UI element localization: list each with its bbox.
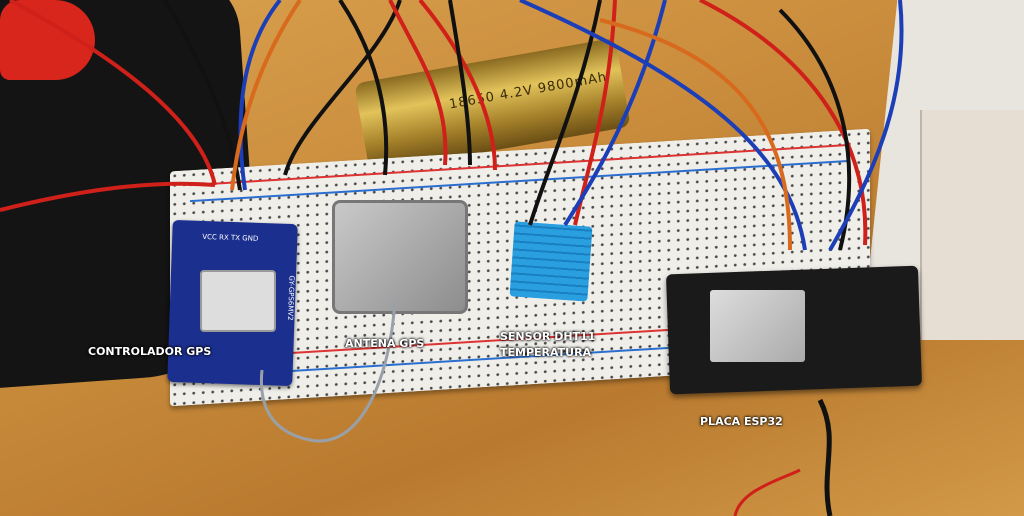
label-gps-controller: CONTROLADOR GPS [88,345,212,358]
cardboard-box [920,110,1024,340]
gps-chip [200,270,276,332]
label-esp32: PLACA ESP32 [700,415,783,428]
esp32-shield [710,290,805,362]
label-dht11-line1: SENSOR DHT11 [500,330,596,343]
gps-antenna [332,200,468,314]
label-dht11-line2: TEMPERATURA [500,346,592,359]
label-gps-antenna: ANTENA GPS [345,337,425,350]
